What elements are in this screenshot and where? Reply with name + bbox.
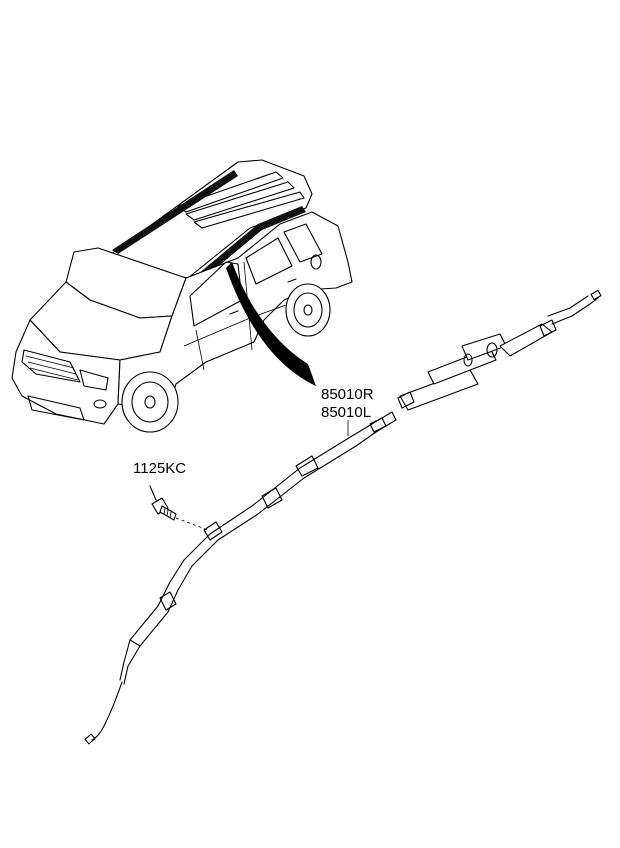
leader-line-bolt: [175, 517, 209, 531]
location-pointer: [226, 262, 316, 386]
leader-line-1125: [149, 485, 157, 501]
bolt-icon: [151, 497, 177, 521]
part-label-85010L: 85010L: [321, 404, 371, 421]
part-label-1125KC: 1125KC: [133, 460, 186, 477]
part-label-85010R: 85010R: [321, 386, 374, 403]
curtain-airbag: [84, 289, 602, 745]
vehicle-illustration: [11, 159, 353, 433]
